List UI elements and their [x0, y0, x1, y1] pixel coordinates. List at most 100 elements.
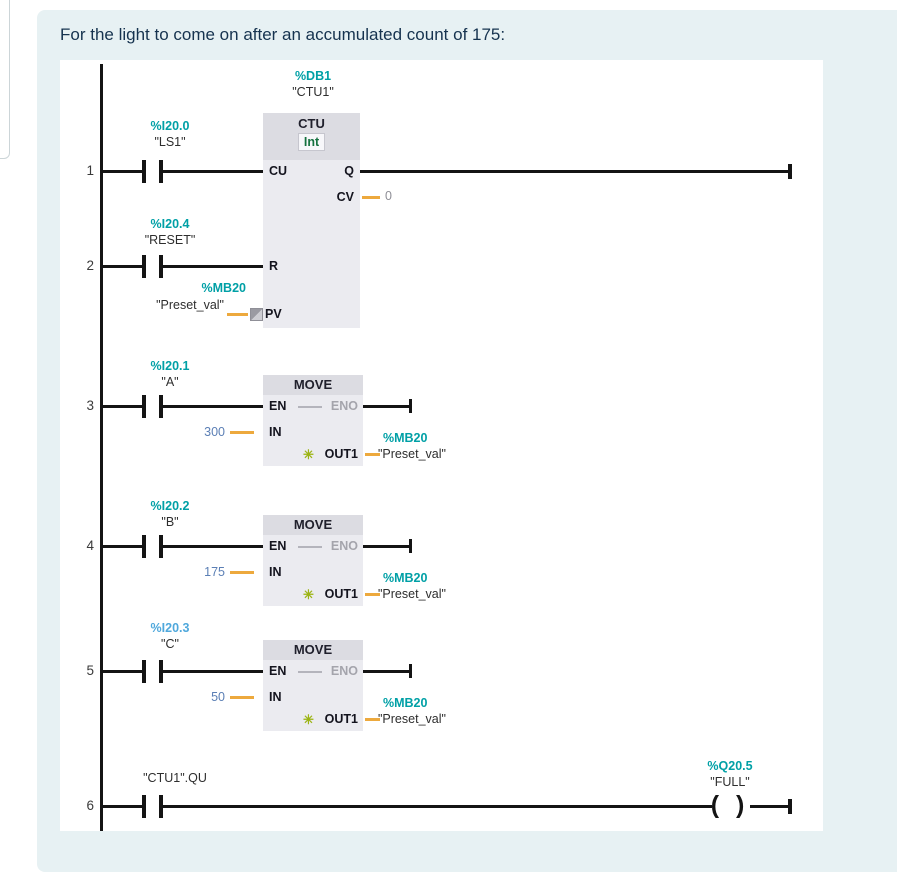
- wire-eno-output: [363, 545, 411, 548]
- pin-en: EN: [269, 539, 287, 553]
- tag-name: "FULL": [710, 775, 750, 789]
- cv-param-wire: [362, 196, 380, 199]
- wire: [100, 545, 142, 548]
- output-coil[interactable]: ( ): [710, 791, 750, 819]
- tag-address: %Q20.5: [707, 759, 753, 773]
- pin-eno: ENO: [330, 399, 358, 413]
- out-new-value-icon: ✳: [303, 447, 314, 462]
- tag-address: %I20.1: [150, 359, 190, 373]
- pin-eno: ENO: [330, 664, 358, 678]
- wire: [100, 670, 142, 673]
- tag-name: "A": [161, 375, 179, 389]
- pv-source-address[interactable]: %MB20: [201, 281, 246, 295]
- move-title: MOVE: [263, 375, 363, 395]
- ctu-data-type[interactable]: Int: [297, 133, 326, 151]
- move3-dest-name[interactable]: "Preset_val": [378, 712, 446, 726]
- pv-param-wire: [227, 313, 248, 316]
- rung-number-6: 6: [86, 798, 94, 813]
- wire-end-tick: [409, 399, 412, 413]
- en-eno-link: [298, 406, 322, 408]
- in-constant[interactable]: 50: [211, 690, 225, 704]
- contact-tag-ctu1-qu[interactable]: "CTU1".QU: [143, 771, 207, 785]
- en-eno-link: [298, 671, 322, 673]
- en-eno-link: [298, 546, 322, 548]
- pin-en: EN: [269, 664, 287, 678]
- tag-name: "RESET": [144, 233, 196, 247]
- ladder-editor-canvas: 1 2 3 4 5 6 %I20.0 "LS1" %DB1 "CTU1" CTU…: [60, 60, 823, 831]
- rung-number-1: 1: [86, 163, 94, 178]
- in-param-wire: [230, 571, 254, 574]
- pin-q: Q: [344, 164, 354, 178]
- rung-number-3: 3: [86, 398, 94, 413]
- pin-out1: OUT1: [324, 712, 358, 726]
- pin-en: EN: [269, 399, 287, 413]
- wire-eno-output: [363, 670, 411, 673]
- question-title: For the light to come on after an accumu…: [60, 25, 506, 44]
- wire-q-output: [360, 170, 790, 173]
- contact-tag-c[interactable]: %I20.3 "C": [95, 620, 245, 652]
- cv-value[interactable]: 0: [385, 189, 392, 203]
- move3-dest-address[interactable]: %MB20: [383, 696, 428, 710]
- pin-cu: CU: [269, 164, 288, 178]
- pin-in: IN: [269, 565, 282, 579]
- move-block-2[interactable]: MOVE: [263, 515, 363, 606]
- in-constant[interactable]: 175: [204, 565, 225, 579]
- move-block-1[interactable]: MOVE: [263, 375, 363, 466]
- coil-tag-full[interactable]: %Q20.5 "FULL": [665, 758, 795, 790]
- wire: [163, 170, 263, 173]
- ctu-counter-block[interactable]: CTU Int: [263, 113, 360, 328]
- contact-tag-ls1[interactable]: %I20.0 "LS1": [95, 118, 245, 150]
- in-param-wire: [230, 431, 254, 434]
- tag-name: "B": [161, 515, 179, 529]
- rung-number-5: 5: [86, 663, 94, 678]
- wire: [163, 805, 712, 808]
- pin-r: R: [269, 259, 279, 273]
- contact-tag-reset[interactable]: %I20.4 "RESET": [95, 216, 245, 248]
- pin-out1: OUT1: [324, 587, 358, 601]
- wire-end-tick: [788, 799, 792, 814]
- power-rail: [100, 64, 103, 831]
- db-address: %DB1: [294, 69, 332, 83]
- out-param-wire: [365, 593, 380, 596]
- tag-address: %I20.3: [150, 621, 190, 635]
- contact-tag-a[interactable]: %I20.1 "A": [95, 358, 245, 390]
- wire: [750, 805, 790, 808]
- pv-source-name[interactable]: "Preset_val": [156, 298, 224, 312]
- wire: [100, 170, 142, 173]
- rung-number-2: 2: [86, 258, 94, 273]
- pv-param-icon: [250, 308, 263, 321]
- pin-pv: PV: [265, 307, 282, 321]
- wire: [163, 545, 263, 548]
- move-block-3[interactable]: MOVE: [263, 640, 363, 731]
- wire: [100, 405, 142, 408]
- move2-dest-address[interactable]: %MB20: [383, 571, 428, 585]
- move-title: MOVE: [263, 515, 363, 535]
- contact-tag-b[interactable]: %I20.2 "B": [95, 498, 245, 530]
- pin-in: IN: [269, 690, 282, 704]
- wire-end-tick: [788, 164, 792, 179]
- out-new-value-icon: ✳: [303, 712, 314, 727]
- wire: [163, 405, 263, 408]
- in-param-wire: [230, 696, 254, 699]
- move1-dest-name[interactable]: "Preset_val": [378, 447, 446, 461]
- tag-address: %I20.4: [150, 217, 190, 231]
- in-constant[interactable]: 300: [204, 425, 225, 439]
- tag-name: "LS1": [154, 135, 186, 149]
- rung-number-4: 4: [86, 538, 94, 553]
- out-param-wire: [365, 453, 380, 456]
- ctu-block-type: CTU: [298, 116, 325, 131]
- move1-dest-address[interactable]: %MB20: [383, 431, 428, 445]
- adjacent-card-edge: [0, 0, 10, 159]
- move-title: MOVE: [263, 640, 363, 660]
- tag-name: "C": [161, 637, 179, 651]
- wire: [163, 265, 263, 268]
- pin-in: IN: [269, 425, 282, 439]
- move2-dest-name[interactable]: "Preset_val": [378, 587, 446, 601]
- wire: [163, 670, 263, 673]
- wire: [100, 265, 142, 268]
- pin-eno: ENO: [330, 539, 358, 553]
- pin-cv: CV: [336, 190, 354, 204]
- wire-end-tick: [409, 539, 412, 553]
- tag-address: %I20.2: [150, 499, 190, 513]
- ctu-db-label[interactable]: %DB1 "CTU1": [248, 68, 378, 100]
